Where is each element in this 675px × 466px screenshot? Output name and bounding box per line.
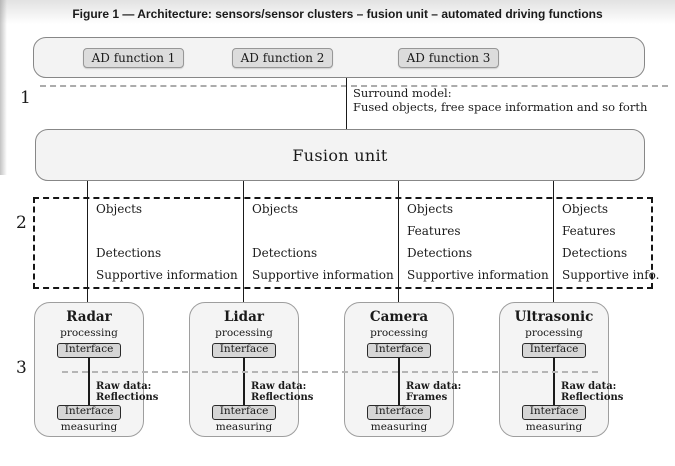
column-item: Features [562, 224, 616, 238]
level-1-label: 1 [20, 88, 31, 108]
column-item: Features [407, 224, 461, 238]
column-item: Objects [252, 202, 299, 216]
level-2-label: 2 [16, 213, 27, 233]
page-edge-shading-left [0, 0, 7, 175]
ad-function-2-box: AD function 2 [232, 48, 333, 68]
raw-data-value: Frames [406, 392, 448, 403]
column-item: Objects [407, 202, 454, 216]
sensor-processing-label: processing [60, 327, 118, 339]
raw-data-label: Raw data: [251, 381, 307, 392]
column-item: Detections [96, 246, 162, 260]
raw-data-annotation: Raw data: Reflections [561, 381, 623, 403]
column-item: Detections [252, 246, 318, 260]
column-item: Supportive information [96, 268, 238, 282]
surround-model-line1: Surround model: [353, 86, 452, 100]
interface-column-lidar: Objects Detections Supportive informatio… [252, 201, 400, 289]
sensor-measuring-label: measuring [215, 421, 273, 433]
column-item: Supportive information [407, 268, 549, 282]
level-3-label: 3 [16, 358, 27, 378]
raw-data-label: Raw data: [96, 381, 152, 392]
column-item: Objects [96, 202, 143, 216]
interface-processing-box: Interface [212, 343, 276, 358]
interface-processing-box: Interface [57, 343, 121, 358]
sensor-measuring-label: measuring [370, 421, 428, 433]
raw-data-value: Reflections [251, 392, 314, 403]
column-item: Objects [562, 202, 609, 216]
interface-processing-box: Interface [367, 343, 431, 358]
sensor-name: Camera [369, 309, 429, 325]
raw-data-label: Raw data: [561, 381, 617, 392]
surround-model-line2: Fused objects, free space information an… [353, 99, 648, 114]
column-item: Detections [407, 246, 473, 260]
ad-functions-container: AD function 1 AD function 2 AD function … [33, 37, 645, 78]
sensor-box-lidar: Lidar processing Interface Raw data: Ref… [189, 302, 313, 437]
sensor-name: Lidar [224, 309, 264, 325]
sensor-internal-connector-line [398, 358, 400, 406]
interface-measuring-box: Interface [522, 405, 586, 420]
sensor-processing-label: processing [215, 327, 273, 339]
raw-data-value: Reflections [96, 392, 159, 403]
raw-data-annotation: Raw data: Reflections [251, 381, 313, 403]
sensor-internal-connector-line [88, 358, 90, 406]
raw-data-annotation: Raw data: Frames [406, 381, 461, 403]
figure-caption: Figure 1 — Architecture: sensors/sensor … [72, 7, 603, 21]
sensor-interface-dashed-box [33, 197, 653, 289]
surround-model-annotation: Surround model: Fused objects, free spac… [353, 86, 648, 114]
raw-data-label: Raw data: [406, 381, 462, 392]
interface-column-ultrasonic: Objects Features Detections Supportive i… [562, 201, 675, 289]
ad-function-1-box: AD function 1 [83, 48, 184, 68]
fusion-unit-box: Fusion unit [35, 129, 645, 181]
interface-measuring-box: Interface [367, 405, 431, 420]
raw-data-annotation: Raw data: Reflections [96, 381, 158, 403]
radar-connector-line [87, 181, 88, 303]
interface-column-camera: Objects Features Detections Supportive i… [407, 201, 555, 289]
column-item: Supportive information [252, 268, 394, 282]
sensor-box-camera: Camera processing Interface Raw data: Fr… [344, 302, 461, 437]
lidar-connector-line [243, 181, 244, 303]
column-item: Detections [562, 246, 628, 260]
interface-measuring-box: Interface [212, 405, 276, 420]
page-edge-shading-top [0, 0, 675, 24]
sensor-box-radar: Radar processing Interface Raw data: Ref… [34, 302, 158, 437]
ad-function-3-box: AD function 3 [398, 48, 499, 68]
sensor-measuring-label: measuring [525, 421, 583, 433]
column-item [96, 223, 244, 245]
level-3-boundary-dashed-line [62, 371, 598, 373]
fusion-to-ad-connector-line [346, 78, 347, 129]
column-item: Supportive info. [562, 268, 660, 282]
interface-processing-box: Interface [522, 343, 586, 358]
sensor-processing-label: processing [370, 327, 428, 339]
sensor-name: Ultrasonic [514, 309, 594, 325]
raw-data-value: Reflections [561, 392, 624, 403]
camera-connector-line [398, 181, 399, 303]
level-1-boundary-dashed-line [40, 85, 668, 87]
interface-column-radar: Objects Detections Supportive informatio… [96, 201, 244, 289]
sensor-internal-connector-line [553, 358, 555, 406]
sensor-processing-label: processing [525, 327, 583, 339]
sensor-measuring-label: measuring [60, 421, 118, 433]
column-item [252, 223, 400, 245]
sensor-box-ultrasonic: Ultrasonic processing Interface Raw data… [499, 302, 623, 437]
sensor-internal-connector-line [243, 358, 245, 406]
sensor-name: Radar [66, 309, 112, 325]
interface-measuring-box: Interface [57, 405, 121, 420]
ultrasonic-connector-line [553, 181, 554, 303]
